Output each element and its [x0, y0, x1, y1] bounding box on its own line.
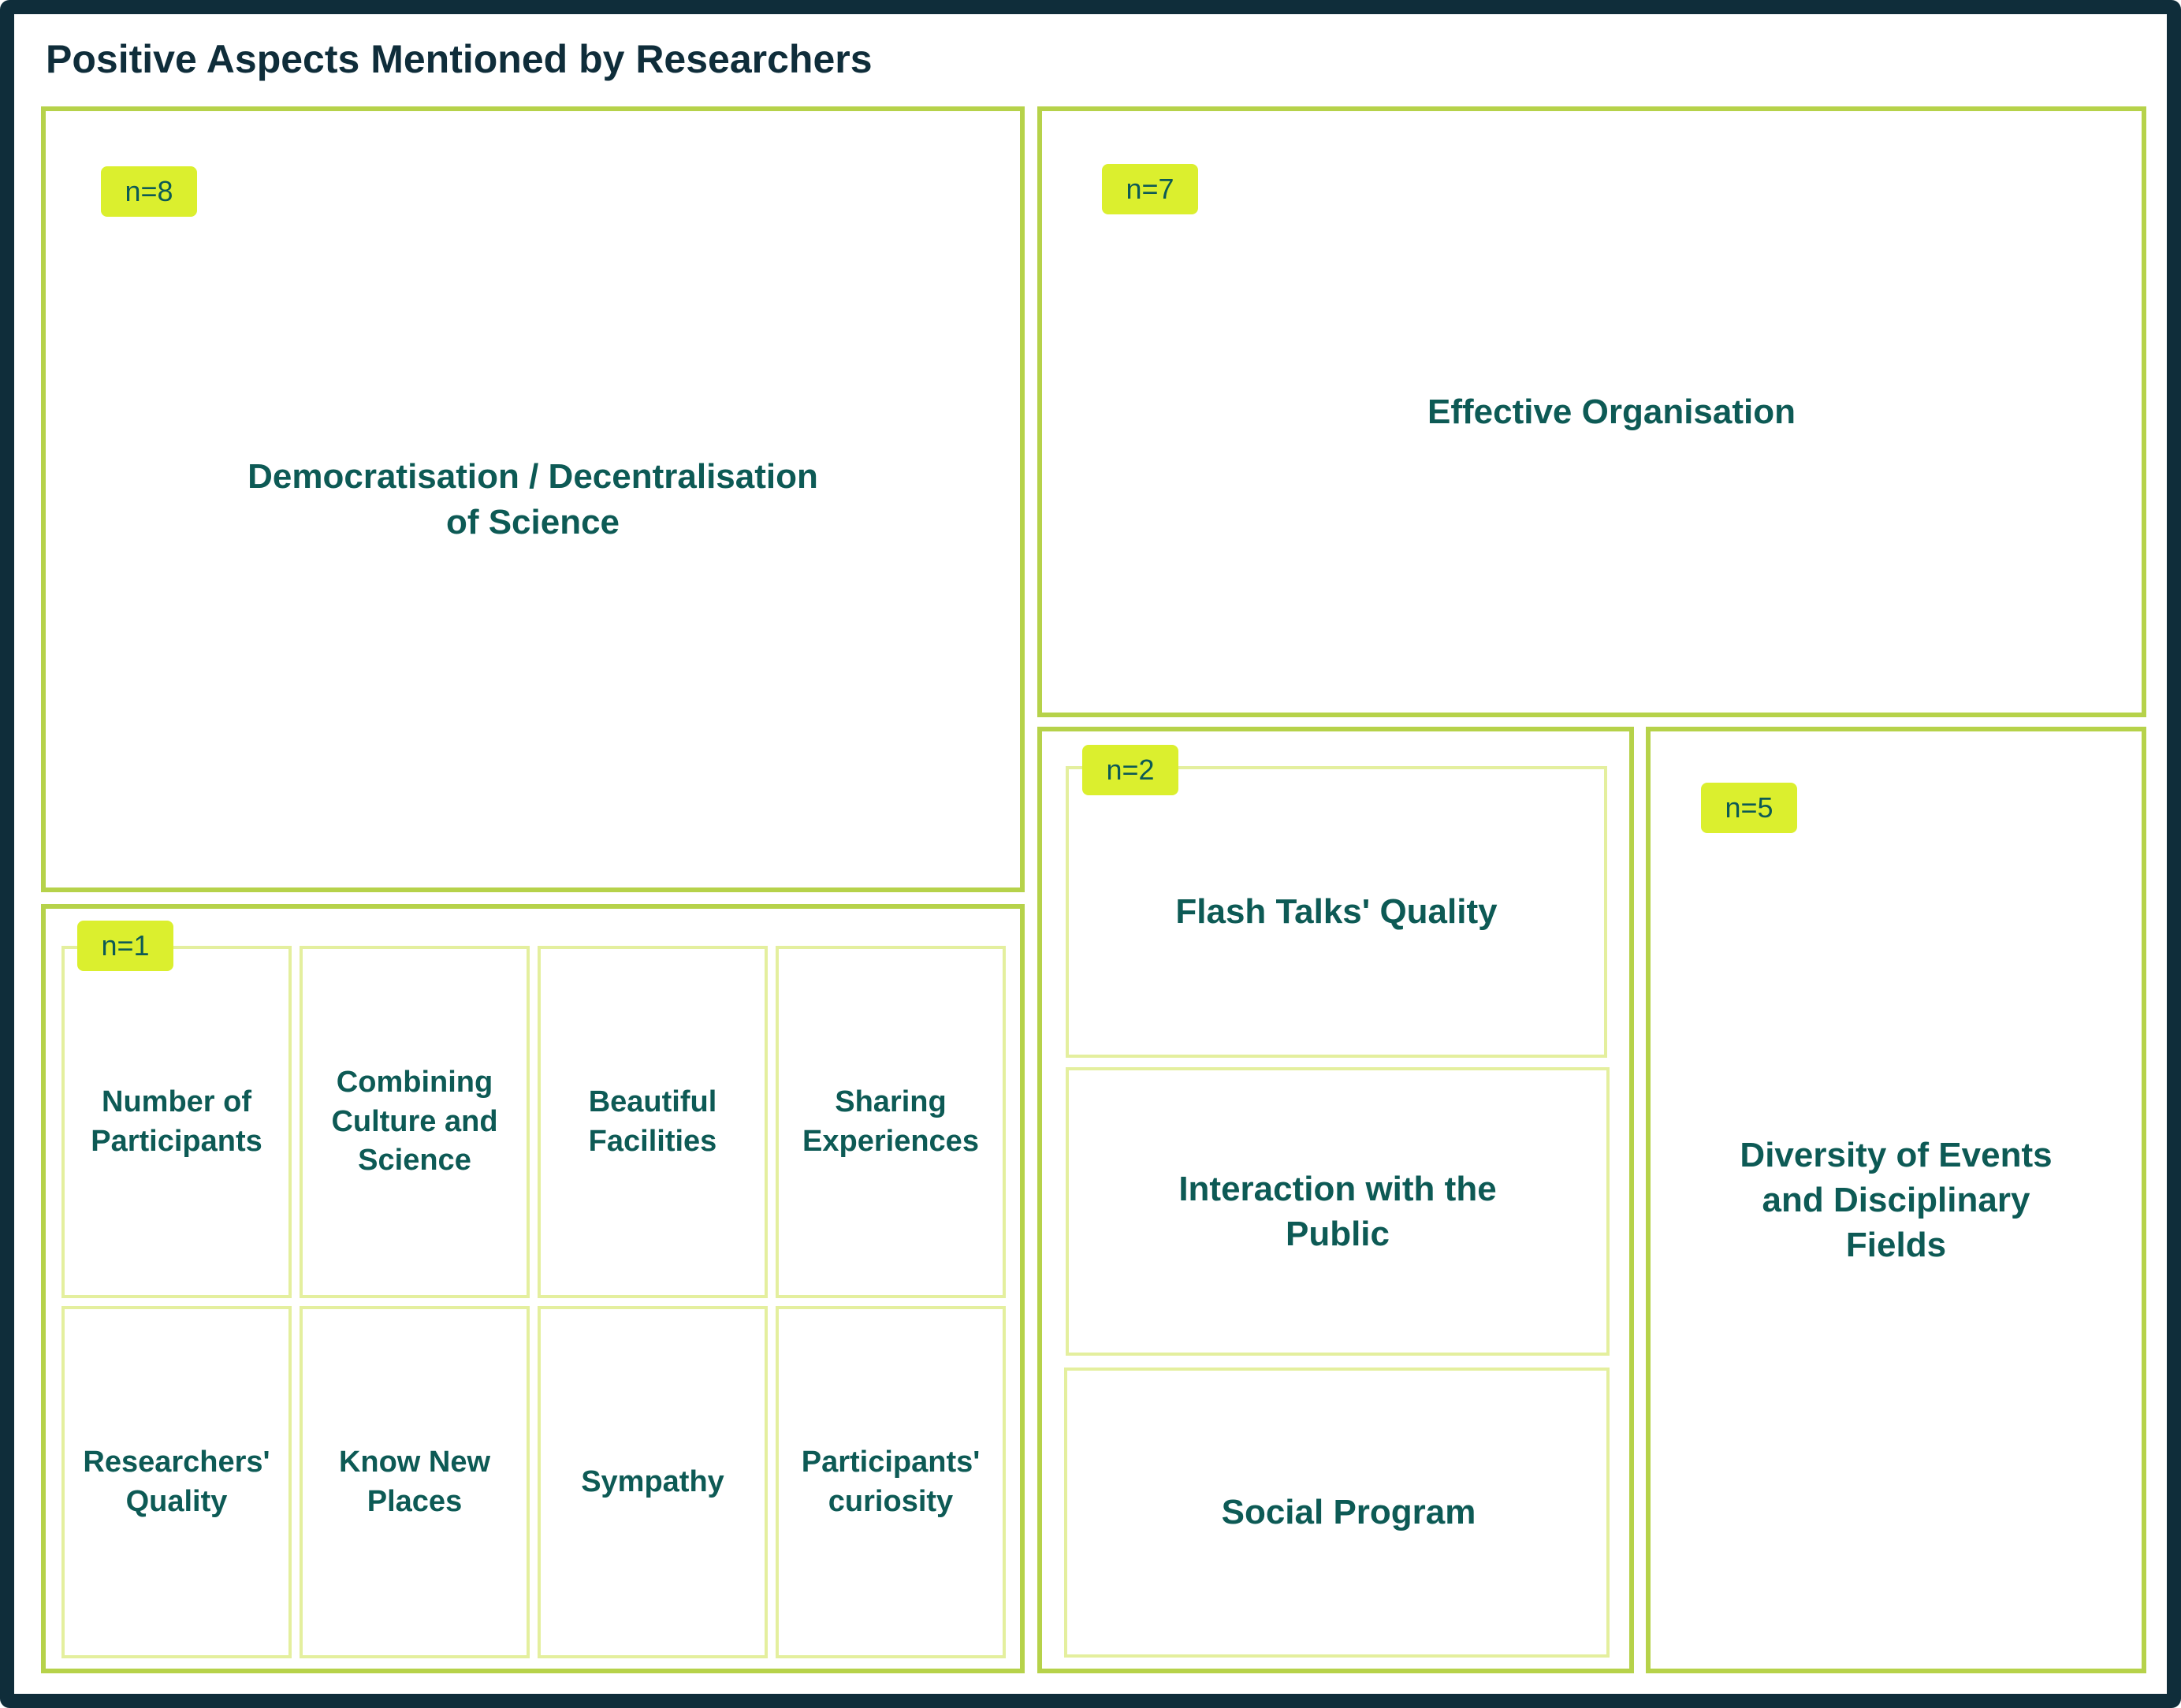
cell-know-new-places: Know New Places	[300, 1306, 530, 1658]
cell-interaction-with-public: Interaction with the Public	[1066, 1067, 1610, 1356]
count-badge-n2: n=2	[1082, 745, 1178, 795]
count-badge-n5: n=5	[1701, 783, 1797, 833]
group-label-democratisation: Democratisation / Decentralisation of Sc…	[248, 457, 818, 541]
count-badge-n7: n=7	[1102, 164, 1198, 214]
cell-flash-talks-quality: Flash Talks' Quality	[1066, 766, 1607, 1058]
group-label-effective-organisation: Effective Organisation	[1427, 392, 1796, 431]
cell-social-program: Social Program	[1064, 1368, 1610, 1658]
cell-number-of-participants: Number of Participants	[61, 946, 292, 1298]
cell-beautiful-facilities: Beautiful Facilities	[538, 946, 768, 1298]
group-label-diversity: Diversity of Events and Disciplinary Fie…	[1740, 1135, 2053, 1265]
cell-combining-culture-science: Combining Culture and Science	[300, 946, 530, 1298]
count-badge-n1: n=1	[77, 921, 173, 971]
count-badge-n8: n=8	[101, 166, 197, 217]
cell-sharing-experiences: Sharing Experiences	[776, 946, 1006, 1298]
cell-participants-curiosity: Participants' curiosity	[776, 1306, 1006, 1658]
group-diversity: Diversity of Events and Disciplinary Fie…	[1646, 727, 2146, 1673]
cell-researchers-quality: Researchers' Quality	[61, 1306, 292, 1658]
group-democratisation: Democratisation / Decentralisation of Sc…	[41, 106, 1025, 892]
cell-sympathy: Sympathy	[538, 1306, 768, 1658]
group-effective-organisation: Effective Organisation	[1037, 106, 2146, 717]
diagram-title: Positive Aspects Mentioned by Researcher…	[46, 37, 873, 81]
